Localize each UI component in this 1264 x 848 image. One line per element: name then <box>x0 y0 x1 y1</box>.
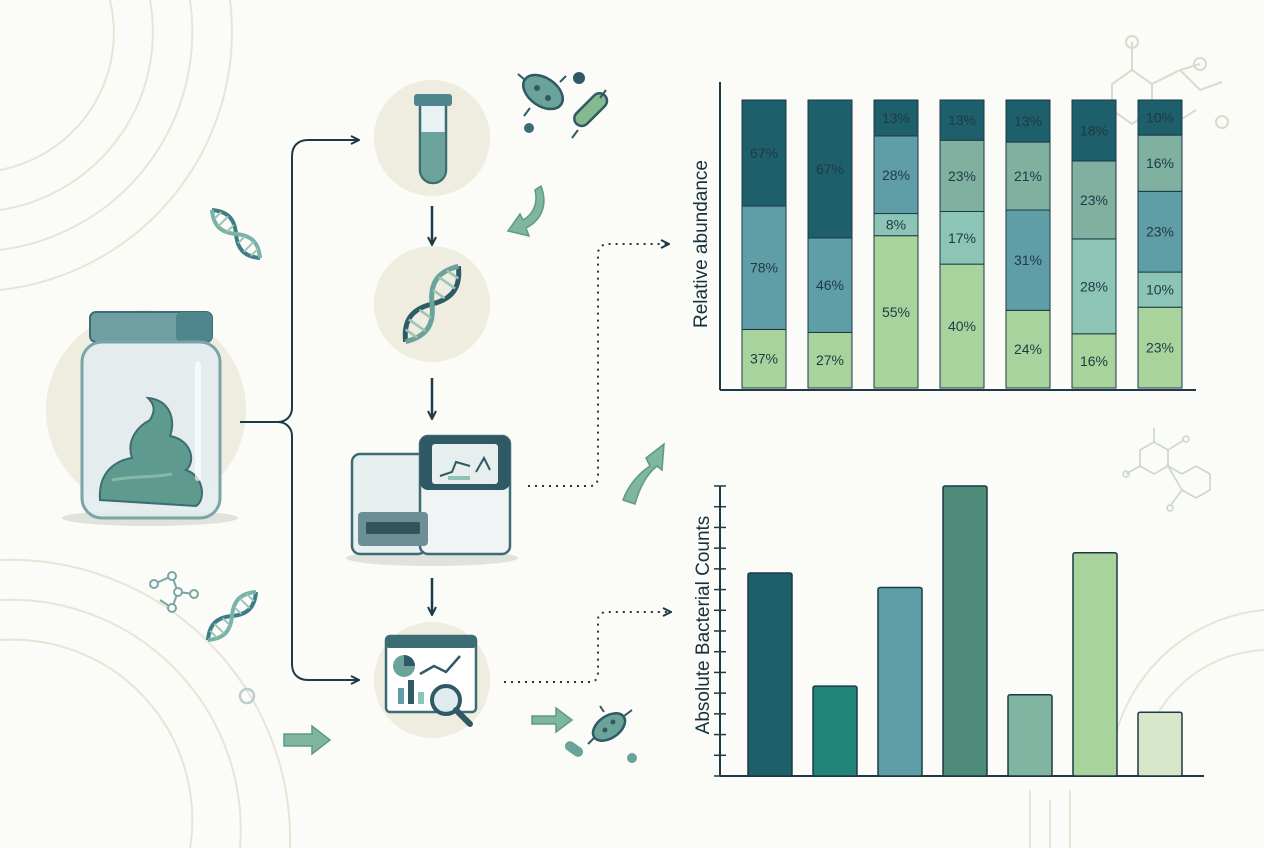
segment-label: 23% <box>948 168 976 184</box>
bar-segment <box>741 328 787 389</box>
segment-label: 18% <box>1080 122 1108 138</box>
segment-label: 8% <box>886 217 906 233</box>
bar-segment <box>1137 190 1183 273</box>
dna-icon <box>374 246 490 362</box>
count-bar-7 <box>1137 711 1183 777</box>
count-bar-3 <box>877 586 923 777</box>
segment-label: 23% <box>1080 192 1108 208</box>
segment-label: 13% <box>948 112 976 128</box>
count-bar-2 <box>812 685 858 777</box>
stacked-bar-7: 23% 10% 23% 16% 10% <box>1137 99 1183 389</box>
segment-label: 13% <box>1014 113 1042 129</box>
y-axis-title: Absolute Bacterial Counts <box>693 516 714 735</box>
bar-segment <box>1005 99 1051 143</box>
bubble-icon <box>238 687 256 705</box>
bacteria-icon <box>517 72 609 139</box>
segment-label: 16% <box>1080 353 1108 369</box>
y-axis-ticks <box>714 485 726 777</box>
bar-segment <box>1005 309 1051 389</box>
bar-segment <box>741 205 787 330</box>
bar-segment <box>873 135 919 215</box>
stacked-bar-5: 24% 31% 21% 13% <box>1005 99 1051 389</box>
stacked-bar-6: 16% 28% 23% 18% <box>1071 99 1117 389</box>
count-bar-5 <box>1007 694 1053 777</box>
bar-segment <box>1137 99 1183 136</box>
segment-label: 37% <box>750 351 778 367</box>
bar-segment <box>807 99 853 239</box>
bar-segment <box>939 99 985 141</box>
segment-label: 17% <box>948 230 976 246</box>
segment-label: 28% <box>1080 278 1108 294</box>
segment-label: 23% <box>1146 340 1174 356</box>
count-bar-6 <box>1072 551 1118 777</box>
bar-segment <box>1071 333 1117 389</box>
bar-segment <box>939 139 985 212</box>
molecule-icon <box>149 571 199 613</box>
relative-abundance-chart: Relative abundance 37% 78% 67% 27% 46% 67% 55%… <box>691 82 1196 391</box>
absolute-bars <box>747 485 1183 777</box>
segment-label: 78% <box>750 260 778 276</box>
sample-jar-icon <box>46 310 246 526</box>
test-tube-icon <box>374 80 490 196</box>
segment-label: 31% <box>1014 252 1042 268</box>
segment-label: 24% <box>1014 341 1042 357</box>
segment-label: 23% <box>1146 224 1174 240</box>
dna-icon <box>205 589 259 643</box>
stacked-bar-4: 40% 17% 23% 13% <box>939 99 985 389</box>
stacked-bar-1: 37% 78% 67% <box>741 99 787 389</box>
segment-label: 27% <box>816 352 844 368</box>
bar-segment <box>741 99 787 207</box>
stacked-bar-3: 55% 8% 28% 13% <box>873 99 919 389</box>
stacked-bar-2: 27% 46% 67% <box>807 99 853 389</box>
bar-segment <box>807 237 853 333</box>
bar-segment <box>807 331 853 389</box>
segment-label: 16% <box>1146 155 1174 171</box>
y-axis-title: Relative abundance <box>691 160 712 328</box>
analysis-chart-icon <box>374 622 490 738</box>
dna-icon <box>209 207 263 261</box>
count-bar-4 <box>942 485 988 777</box>
segment-label: 46% <box>816 277 844 293</box>
segment-label: 67% <box>750 145 778 161</box>
sequencer-icon <box>346 434 518 566</box>
molecule-icon <box>1122 428 1211 512</box>
segment-label: 55% <box>882 304 910 320</box>
bar-segment <box>873 99 919 137</box>
segment-label: 67% <box>816 161 844 177</box>
dotted-connector <box>504 244 670 683</box>
segment-label: 28% <box>882 167 910 183</box>
segment-label: 13% <box>882 110 910 126</box>
segment-label: 21% <box>1014 168 1042 184</box>
relative-bars: 37% 78% 67% 27% 46% 67% 55% 8% 28% 13% 40% 17% 23% 13… <box>741 99 1183 389</box>
bar-segment <box>1137 306 1183 389</box>
segment-label: 10% <box>1146 110 1174 126</box>
branch-connector <box>240 140 358 680</box>
count-bar-1 <box>747 572 793 777</box>
bar-segment <box>1071 160 1117 240</box>
bacteria-icon <box>564 705 637 763</box>
absolute-counts-chart: Absolute Bacterial Counts <box>693 485 1204 777</box>
segment-label: 10% <box>1146 282 1174 298</box>
bar-segment <box>1071 99 1117 162</box>
segment-label: 40% <box>948 318 976 334</box>
curved-arrow-icon <box>283 184 665 756</box>
